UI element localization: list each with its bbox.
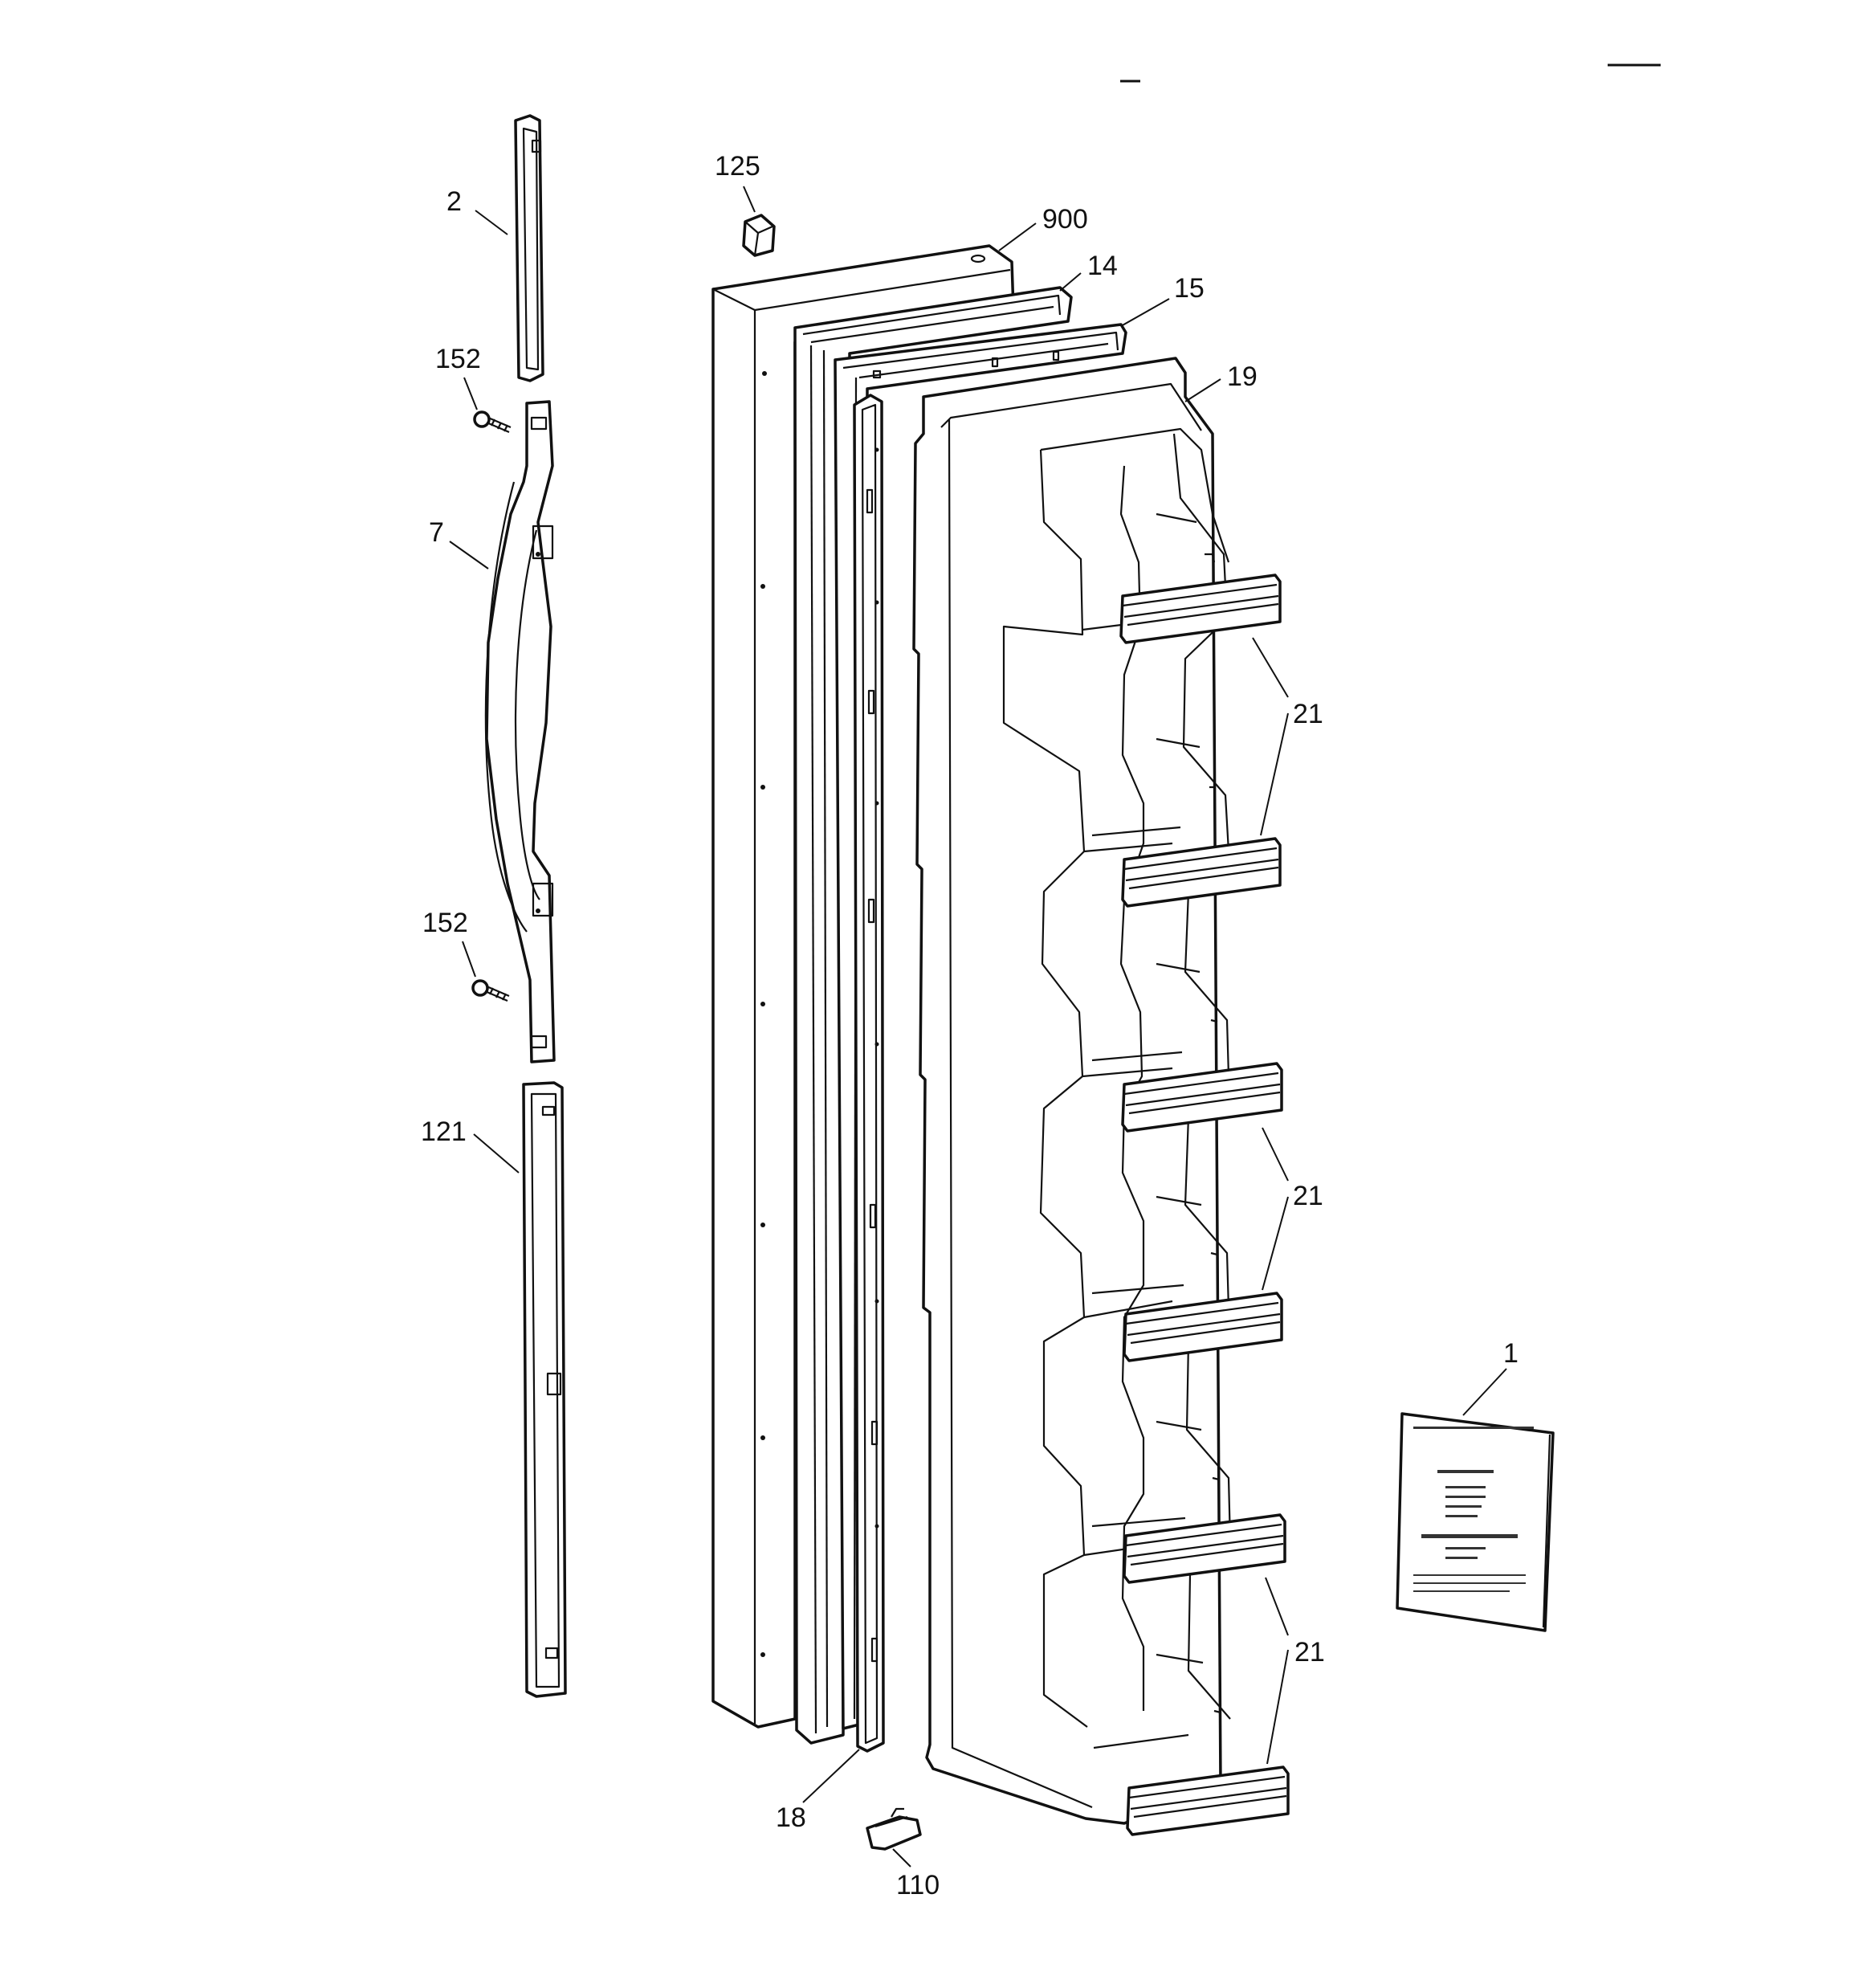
part-110-cap [866, 1807, 922, 1851]
callout-21-upper: 21 [1293, 699, 1323, 729]
callout-14: 14 [1087, 251, 1118, 281]
part-2-top-trim [514, 114, 544, 382]
callout-152-bottom: 152 [422, 908, 468, 938]
callout-21-lower: 21 [1294, 1637, 1325, 1668]
callout-18: 18 [776, 1802, 806, 1833]
part-21-bin-rail-2 [1121, 837, 1282, 908]
part-121-bottom-trim [522, 1081, 567, 1698]
part-152-screw-bottom [471, 979, 510, 1002]
callout-21-middle: 21 [1293, 1181, 1323, 1211]
callout-7: 7 [429, 517, 444, 548]
part-7-handle [484, 400, 556, 1063]
callouts: 2 152 7 152 121 125 900 14 15 19 21 21 2… [421, 151, 1519, 1900]
part-21-bin-rail-4 [1123, 1292, 1283, 1362]
part-21-bin-rail-1 [1119, 574, 1282, 644]
callout-152-top: 152 [435, 344, 481, 374]
callout-2: 2 [446, 186, 462, 217]
part-152-screw-top [473, 410, 512, 434]
callout-900: 900 [1042, 204, 1088, 235]
part-21-bin-rail-5 [1123, 1513, 1286, 1584]
callout-15: 15 [1174, 273, 1205, 304]
part-18-strip [853, 394, 885, 1753]
part-21-bin-rail-6 [1126, 1766, 1290, 1836]
part-125-plug [742, 214, 776, 257]
callout-19: 19 [1227, 361, 1258, 392]
leader-lines [449, 186, 1507, 1868]
part-1-manual [1396, 1412, 1555, 1632]
manual-text-lines [1413, 1427, 1534, 1592]
part-14-gasket [793, 286, 1073, 1745]
callout-1: 1 [1503, 1338, 1519, 1369]
callout-125: 125 [715, 151, 760, 182]
callout-121: 121 [421, 1116, 467, 1147]
callout-110: 110 [896, 1870, 940, 1900]
part-21-bin-rail-3 [1121, 1062, 1283, 1133]
